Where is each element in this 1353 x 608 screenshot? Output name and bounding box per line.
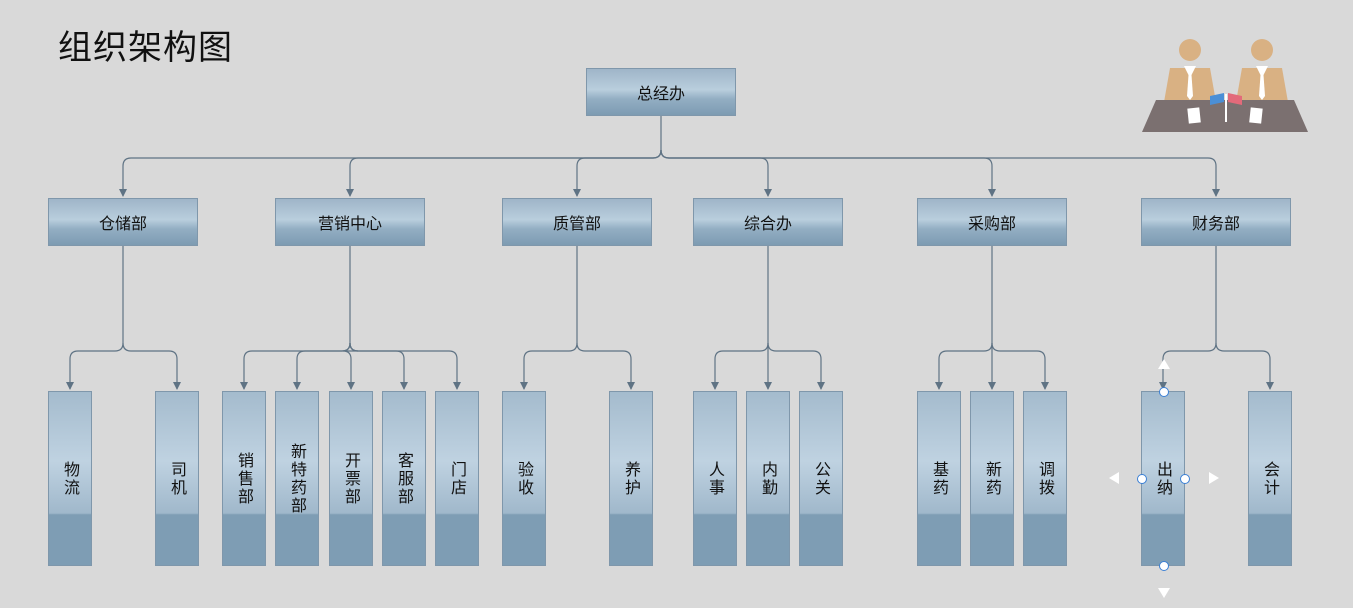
unit-node[interactable]: 人事: [693, 391, 737, 566]
unit-node[interactable]: 新药: [970, 391, 1014, 566]
dept-connector-branch: [349, 342, 408, 390]
unit-node[interactable]: 销售部: [222, 391, 266, 566]
unit-label: 物流: [61, 460, 80, 497]
unit-node[interactable]: 物流: [48, 391, 92, 566]
unit-node[interactable]: 门店: [435, 391, 479, 566]
resize-handle-right[interactable]: [1180, 474, 1190, 484]
unit-node[interactable]: 基药: [917, 391, 961, 566]
dept-connector-branch: [1159, 342, 1217, 390]
unit-node[interactable]: 公关: [799, 391, 843, 566]
node-label: 总经办: [636, 84, 685, 103]
unit-node[interactable]: 新特药部: [275, 391, 319, 566]
add-above-arrow-icon[interactable]: [1158, 359, 1170, 369]
unit-label: 公关: [812, 460, 831, 497]
unit-node[interactable]: 养护: [609, 391, 653, 566]
unit-node-selected[interactable]: 出纳: [1141, 391, 1185, 566]
top-connector-branch: [346, 149, 662, 197]
unit-node[interactable]: 调拨: [1023, 391, 1067, 566]
dept-connector-branch: [342, 342, 359, 390]
dept-label: 营销中心: [317, 214, 382, 233]
dept-node[interactable]: 采购部: [917, 198, 1067, 246]
top-connector-branch: [660, 149, 772, 197]
unit-label: 出纳: [1154, 460, 1173, 497]
unit-label: 开票部: [342, 451, 361, 506]
dept-connector-branch: [767, 342, 825, 390]
dept-node[interactable]: 综合办: [693, 198, 843, 246]
dept-connector-branch: [576, 342, 635, 390]
resize-handle-left[interactable]: [1137, 474, 1147, 484]
unit-label: 基药: [930, 460, 949, 497]
dept-label: 财务部: [1191, 214, 1240, 233]
top-connector-branch: [660, 149, 1220, 197]
dept-label: 综合办: [743, 214, 792, 233]
resize-handle-top[interactable]: [1159, 387, 1169, 397]
dept-label: 采购部: [967, 214, 1016, 233]
add-right-arrow-icon[interactable]: [1209, 472, 1219, 484]
dept-node[interactable]: 质管部: [502, 198, 652, 246]
unit-label: 内勤: [759, 460, 778, 497]
dept-label: 质管部: [552, 214, 601, 233]
top-connector-branch: [119, 149, 662, 197]
unit-label: 门店: [448, 460, 467, 497]
dept-node[interactable]: 财务部: [1141, 198, 1291, 246]
meeting-people-icon: [1142, 39, 1308, 132]
dept-connector-branch: [293, 342, 351, 390]
dept-connector-branch: [349, 342, 461, 390]
unit-node[interactable]: 客服部: [382, 391, 426, 566]
unit-label: 新药: [983, 460, 1002, 497]
dept-node[interactable]: 营销中心: [275, 198, 425, 246]
dept-connector-branch: [711, 342, 769, 390]
add-below-arrow-icon[interactable]: [1158, 588, 1170, 598]
unit-label: 验收: [515, 460, 534, 497]
dept-connector-branch: [520, 342, 578, 390]
dept-connector-branch: [122, 342, 181, 390]
add-left-arrow-icon[interactable]: [1109, 472, 1119, 484]
unit-label: 养护: [622, 460, 641, 497]
dept-label: 仓储部: [98, 214, 147, 233]
node-general-office[interactable]: 总经办: [586, 68, 736, 116]
dept-connector-branch: [1215, 342, 1274, 390]
dept-node[interactable]: 仓储部: [48, 198, 198, 246]
unit-label: 司机: [168, 460, 187, 497]
unit-node[interactable]: 司机: [155, 391, 199, 566]
unit-label: 会计: [1261, 460, 1280, 497]
unit-label: 客服部: [395, 451, 414, 506]
page-title: 组织架构图: [58, 28, 233, 68]
resize-handle-bottom[interactable]: [1159, 561, 1169, 571]
top-connector-branch: [660, 149, 996, 197]
dept-connector-branch: [935, 342, 993, 390]
dept-connector-branch: [991, 342, 1049, 390]
unit-node[interactable]: 开票部: [329, 391, 373, 566]
unit-label: 销售部: [235, 451, 254, 506]
dept-connector-branch: [66, 342, 124, 390]
top-connector-branch: [573, 149, 662, 197]
unit-node[interactable]: 内勤: [746, 391, 790, 566]
unit-node[interactable]: 会计: [1248, 391, 1292, 566]
unit-label: 新特药部: [288, 442, 307, 515]
unit-label: 调拨: [1036, 460, 1055, 497]
unit-label: 人事: [706, 460, 725, 497]
unit-node[interactable]: 验收: [502, 391, 546, 566]
